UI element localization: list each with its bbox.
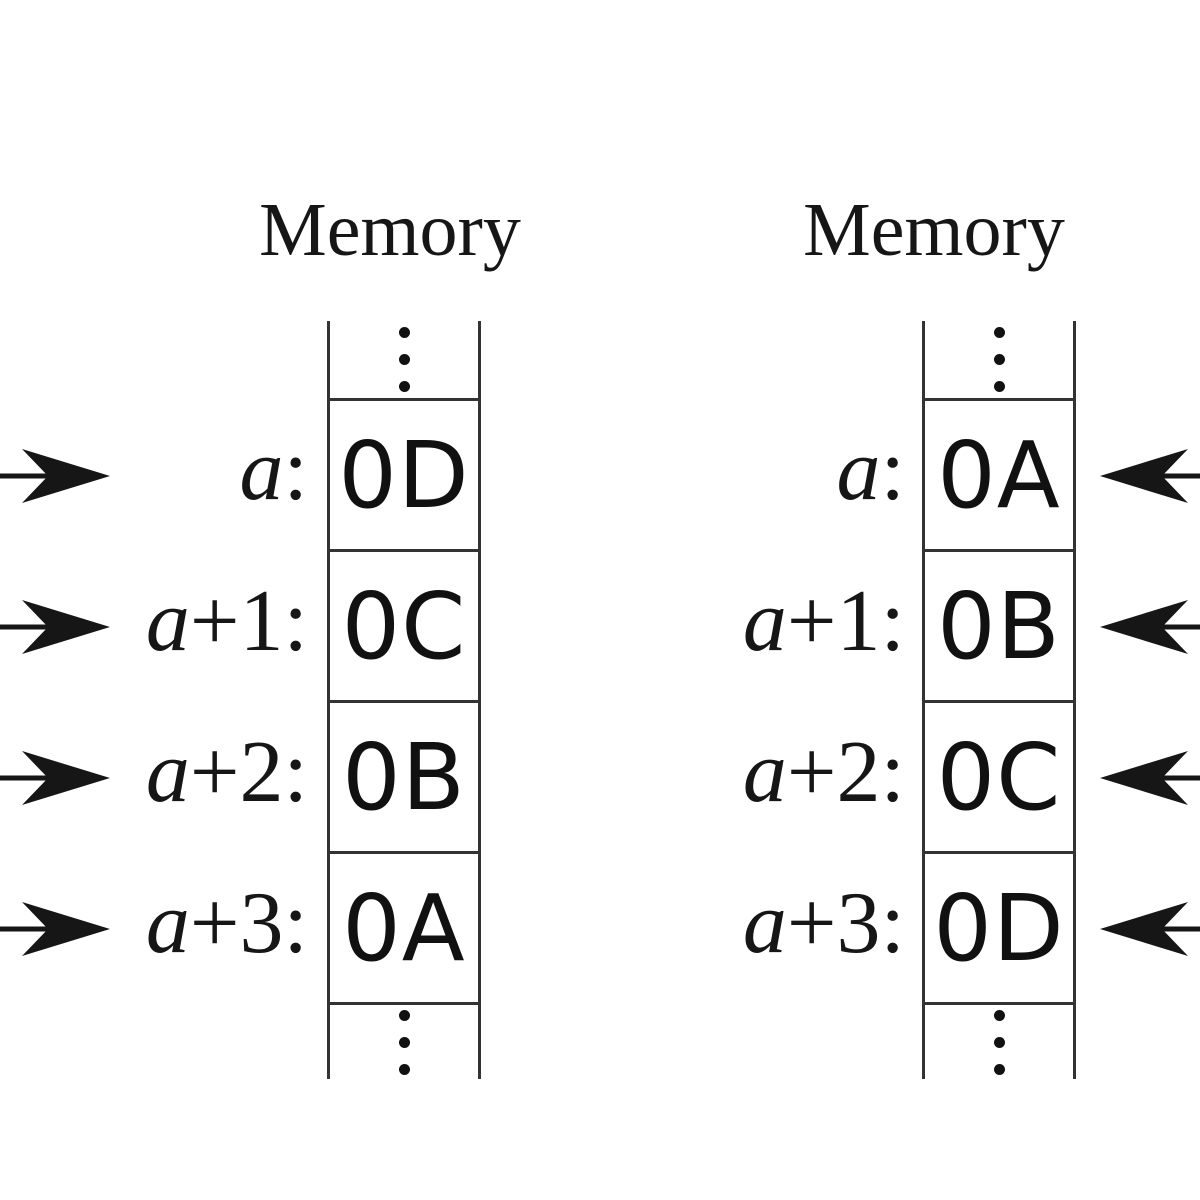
address-label: a+3: (742, 875, 905, 972)
arrow-left-icon (1100, 449, 1200, 503)
arrow-right-icon (0, 902, 110, 956)
memory-cell: 0C (925, 703, 1073, 854)
arrow-right-icon (0, 751, 110, 805)
arrow-right-icon (0, 600, 110, 654)
memory-title-right: Memory (803, 188, 1065, 272)
memory-cell: 0D (925, 854, 1073, 1005)
memory-column-left: 0D 0C 0B 0A (327, 321, 481, 1079)
address-label: a+2: (145, 724, 308, 821)
arrow-right-icon (0, 449, 110, 503)
memory-title-left: Memory (259, 188, 521, 272)
memory-cell: 0A (925, 401, 1073, 552)
address-label: a+3: (145, 875, 308, 972)
address-label: a+1: (742, 573, 905, 670)
address-label: a: (239, 422, 308, 519)
address-label: a+1: (145, 573, 308, 670)
memory-cell: 0B (925, 552, 1073, 703)
address-label: a: (836, 422, 905, 519)
address-label: a+2: (742, 724, 905, 821)
ellipsis-top-icon (330, 321, 478, 401)
ellipsis-bottom-icon (925, 1005, 1073, 1079)
ellipsis-top-icon (925, 321, 1073, 401)
memory-cell: 0C (330, 552, 478, 703)
arrow-left-icon (1100, 751, 1200, 805)
arrow-left-icon (1100, 902, 1200, 956)
arrow-left-icon (1100, 600, 1200, 654)
memory-cell: 0B (330, 703, 478, 854)
memory-cell: 0A (330, 854, 478, 1005)
memory-cell: 0D (330, 401, 478, 552)
memory-column-right: 0A 0B 0C 0D (922, 321, 1076, 1079)
ellipsis-bottom-icon (330, 1005, 478, 1079)
